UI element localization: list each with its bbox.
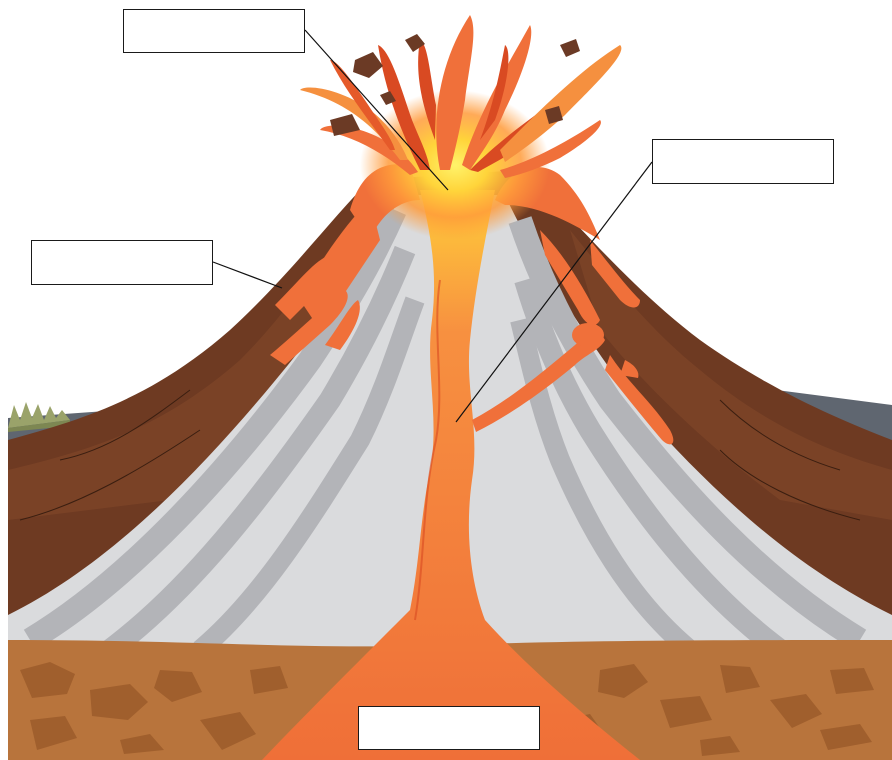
label-box-vent[interactable]: [652, 139, 834, 184]
label-box-lava-flow[interactable]: [31, 240, 213, 285]
label-box-crater[interactable]: [123, 9, 305, 53]
label-box-magma-chamber[interactable]: [358, 706, 540, 750]
leader-line-lava-flow: [213, 262, 282, 288]
